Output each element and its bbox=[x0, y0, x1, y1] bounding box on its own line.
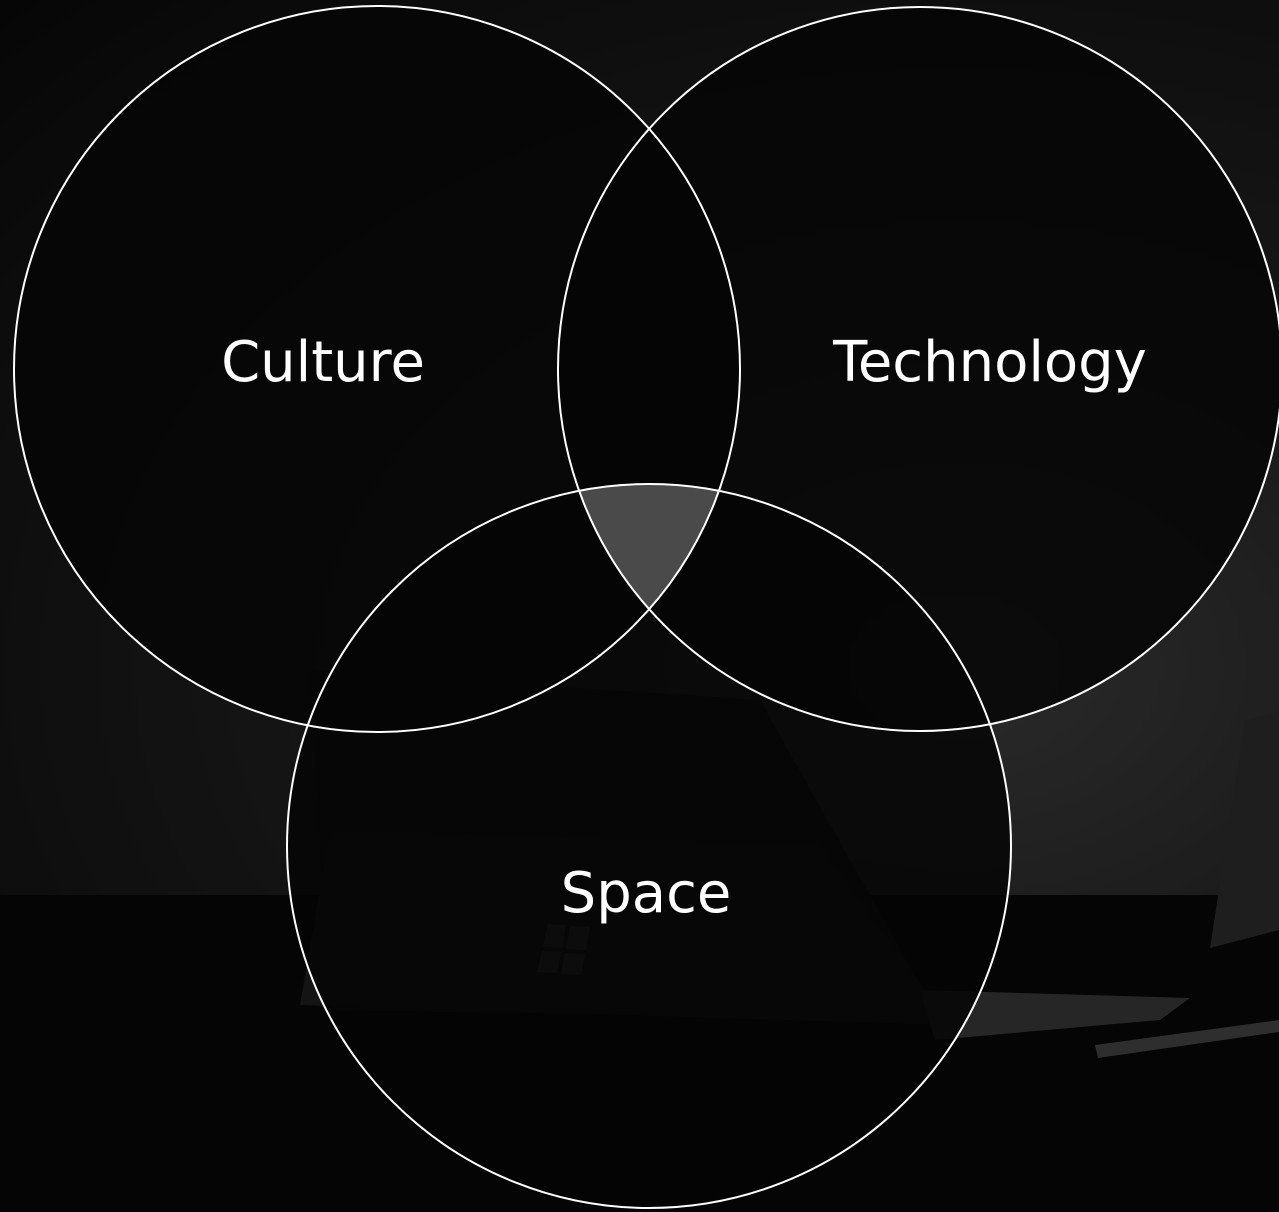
circle-culture bbox=[13, 5, 741, 733]
pen bbox=[1095, 1020, 1279, 1058]
label-culture: Culture bbox=[221, 330, 425, 395]
circle-space-fill bbox=[287, 484, 1011, 1208]
right-device bbox=[1210, 712, 1279, 948]
circle-space bbox=[286, 483, 1012, 1209]
label-space: Space bbox=[561, 861, 732, 926]
keyboard bbox=[920, 990, 1190, 1040]
circle-technology bbox=[557, 6, 1279, 732]
label-technology: Technology bbox=[832, 330, 1147, 395]
